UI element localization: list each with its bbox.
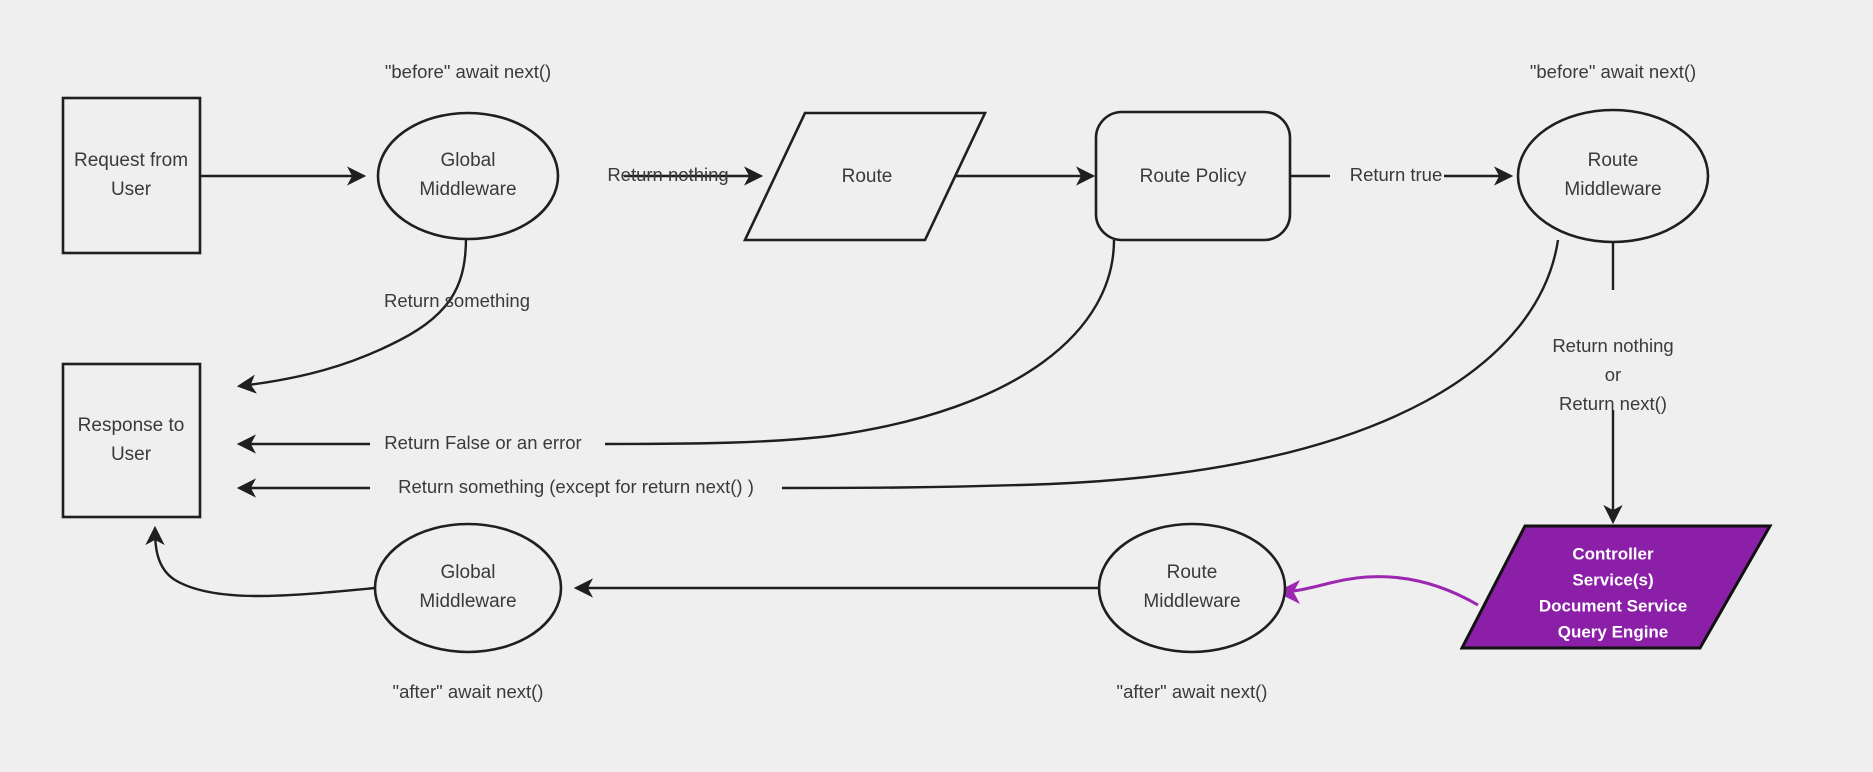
route-middleware-top-label-line2: Middleware	[1564, 179, 1661, 200]
caption-after-await-next-global: "after" await next()	[393, 681, 544, 702]
route-middleware-bottom-label-line1: Route	[1167, 562, 1218, 583]
edge-route-middleware-return-something-except	[781, 239, 1560, 490]
node-route-middleware-bottom[interactable]: Route Middleware	[1097, 522, 1287, 654]
global-middleware-bottom-label-line2: Middleware	[419, 591, 516, 612]
request-box-shape	[61, 96, 202, 255]
route-middleware-bottom-label-line2: Middleware	[1143, 591, 1240, 612]
route-middleware-top-label-line1: Route	[1588, 150, 1639, 171]
route-middleware-bottom-shape	[1097, 522, 1287, 654]
controller-label-line4: Query Engine	[1558, 622, 1669, 641]
edge-global-middleware-return-something	[236, 236, 468, 394]
request-label-line1: Request from	[74, 150, 188, 171]
route-label: Route	[842, 166, 893, 187]
global-middleware-top-label-line2: Middleware	[419, 179, 516, 200]
global-middleware-top-shape	[376, 111, 560, 241]
edge-global-middleware-bottom-to-response	[145, 525, 376, 598]
node-route-policy[interactable]: Route Policy	[1094, 110, 1292, 242]
edge-label-return-nothing-or-next-line3: Return next()	[1559, 393, 1667, 414]
controller-label-line2: Service(s)	[1572, 570, 1653, 589]
caption-before-await-next-global: "before" await next()	[385, 61, 551, 82]
caption-after-await-next-route: "after" await next()	[1117, 681, 1268, 702]
caption-before-await-next-route: "before" await next()	[1530, 61, 1696, 82]
controller-label-line1: Controller	[1572, 544, 1654, 563]
route-policy-shape	[1094, 110, 1292, 242]
global-middleware-bottom-shape	[373, 522, 563, 654]
response-label-line1: Response to	[78, 415, 185, 436]
edge-label-return-something: Return something	[384, 290, 530, 311]
global-middleware-bottom-label-line1: Global	[441, 562, 496, 583]
controller-label-line3: Document Service	[1539, 596, 1687, 615]
edge-label-return-false-or-error: Return False or an error	[384, 432, 581, 453]
request-label-line2: User	[111, 179, 152, 200]
edge-label-return-nothing-or-next-line2: or	[1605, 364, 1621, 385]
edge-controller-to-route-middleware-bottom	[1276, 575, 1479, 607]
controller-parallelogram-shape	[1459, 524, 1773, 650]
node-route[interactable]: Route	[742, 111, 988, 242]
response-label-line2: User	[111, 444, 152, 465]
route-middleware-top-shape	[1516, 108, 1710, 244]
edge-route-policy-return-false	[604, 239, 1116, 446]
node-request-from-user[interactable]: Request from User	[61, 96, 202, 255]
node-response-to-user[interactable]: Response to User	[61, 362, 202, 519]
edge-label-return-something-except: Return something (except for return next…	[398, 476, 754, 497]
edge-label-return-nothing-or-next-line1: Return nothing	[1552, 335, 1673, 356]
node-global-middleware-top[interactable]: Global Middleware	[376, 111, 560, 241]
edge-label-return-true: Return true	[1350, 164, 1443, 185]
node-route-middleware-top[interactable]: Route Middleware	[1516, 108, 1710, 244]
route-policy-label: Route Policy	[1140, 166, 1247, 187]
route-parallelogram-shape	[742, 111, 988, 242]
response-box-shape	[61, 362, 202, 519]
edge-label-return-nothing: Return nothing	[607, 164, 728, 185]
node-global-middleware-bottom[interactable]: Global Middleware	[373, 522, 563, 654]
node-controller-services[interactable]: Controller Service(s) Document Service Q…	[1459, 524, 1773, 650]
global-middleware-top-label-line1: Global	[441, 150, 496, 171]
